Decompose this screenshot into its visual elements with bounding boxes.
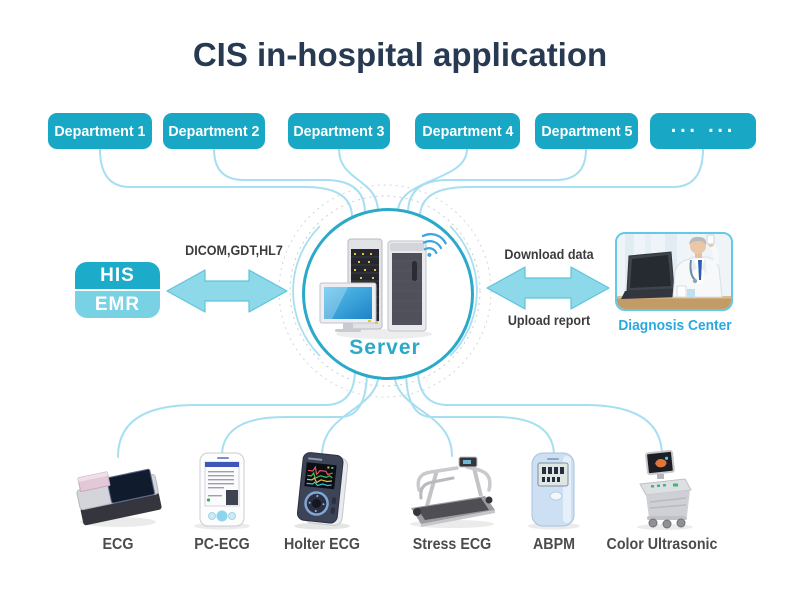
department-5-label: Department 5: [540, 122, 633, 140]
protocol-label: DICOM,GDT,HL7: [185, 243, 283, 258]
dept4-line: [397, 148, 468, 213]
abpm-line: [405, 369, 555, 457]
server-monitor: [319, 282, 377, 332]
doctor-photo-art: [617, 234, 731, 309]
department-1-label: Department 1: [54, 122, 146, 140]
ecg-label: ECG: [102, 536, 134, 553]
department-4-label: Department 4: [421, 122, 514, 140]
right-data-exchange-arrow: [486, 266, 610, 310]
server-label: Server: [349, 336, 421, 359]
dept3-line: [338, 148, 379, 213]
department-2-box: Department 2: [163, 113, 265, 149]
his-emr-box: HIS EMR: [75, 262, 160, 318]
server-orbit-dashed-ring-outer: [278, 184, 492, 398]
pc-ecg-line: [221, 369, 368, 457]
abpm-monitor-icon: [528, 452, 580, 530]
holter-recorder-icon: [294, 452, 350, 530]
dept2-line: [213, 148, 366, 214]
department-more-box: ... ...: [650, 113, 756, 149]
upload-report-label: Upload report: [507, 313, 591, 328]
ultrasound-cart-icon: [637, 450, 693, 530]
stress-line: [393, 370, 453, 457]
diagnosis-center-label: Diagnosis Center: [618, 318, 732, 334]
department-3-label: Department 3: [293, 122, 385, 140]
ecg-machine-icon: [76, 468, 162, 527]
department-1-box: Department 1: [48, 113, 152, 149]
department-2-label: Department 2: [168, 122, 260, 140]
treadmill-icon: [410, 456, 495, 528]
holter-line: [321, 370, 380, 457]
abpm-label: ABPM: [532, 536, 575, 553]
dept1-line: [99, 148, 353, 218]
ultrasonic-line: [417, 368, 663, 457]
left-data-exchange-arrow: [166, 269, 288, 313]
download-data-label: Download data: [504, 247, 594, 262]
server-rack-icon: [319, 233, 447, 339]
department-to-server-lines: [99, 148, 704, 218]
holter-ecg-label: Holter ECG: [283, 536, 361, 553]
ecg-line: [117, 368, 356, 458]
emr-label: EMR: [75, 291, 160, 318]
department-4-box: Department 4: [415, 113, 520, 149]
his-label: HIS: [75, 262, 160, 291]
dept6-line: [419, 148, 704, 218]
server-tower-right: [387, 240, 427, 332]
pc-ecg-tablet-icon: [194, 452, 250, 530]
page-title: CIS in-hospital application: [192, 36, 608, 73]
doctor-with-laptop-photo: [615, 232, 733, 311]
server-orbit-arcs: [292, 225, 478, 357]
department-3-box: Department 3: [288, 113, 390, 149]
server-orbit-dashed-ring-inner: [289, 195, 481, 387]
department-more-label: ... ...: [670, 113, 736, 137]
server-to-device-lines: [117, 368, 663, 458]
dept5-line: [407, 148, 587, 214]
department-5-box: Department 5: [535, 113, 638, 149]
wifi-icon: [421, 233, 447, 257]
color-ultrasonic-label: Color Ultrasonic: [606, 536, 718, 553]
stress-ecg-label: Stress ECG: [412, 536, 492, 553]
pc-ecg-label: PC-ECG: [194, 536, 250, 553]
